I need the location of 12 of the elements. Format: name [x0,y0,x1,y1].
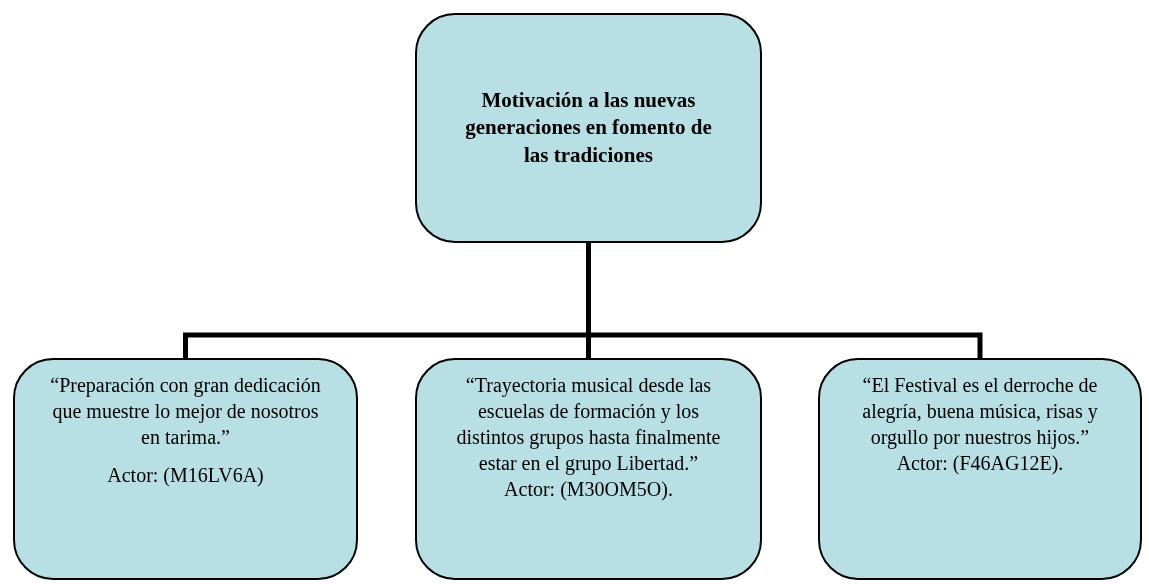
connector-line [586,243,983,358]
actor-code: Actor: (M30OM5O). [504,477,673,502]
actor-code: Actor: (F46AG12E). [896,451,1064,476]
quote-text: “Preparación con gran dedicación que muestre lo mejor de nosotros en tarima.” [49,373,322,450]
quote-box [415,358,762,580]
quote-text: “El Festival es el derroche de alegría, buena música, risas y orgullo por nuestros hijos.” [861,373,1099,450]
quote-text: “Trayectoria musical desde las escuelas de formación y los distintos grupos hasta finalmente estar en el grupo Libertad.” [455,373,722,476]
quote-box [13,358,358,580]
quote-box [818,358,1142,580]
topic-box [415,13,762,243]
topic-text: Motivación a las nuevas generaciones en fomento de las tradiciones [464,87,713,169]
actor-code: Actor: (M16LV6A) [107,463,264,488]
